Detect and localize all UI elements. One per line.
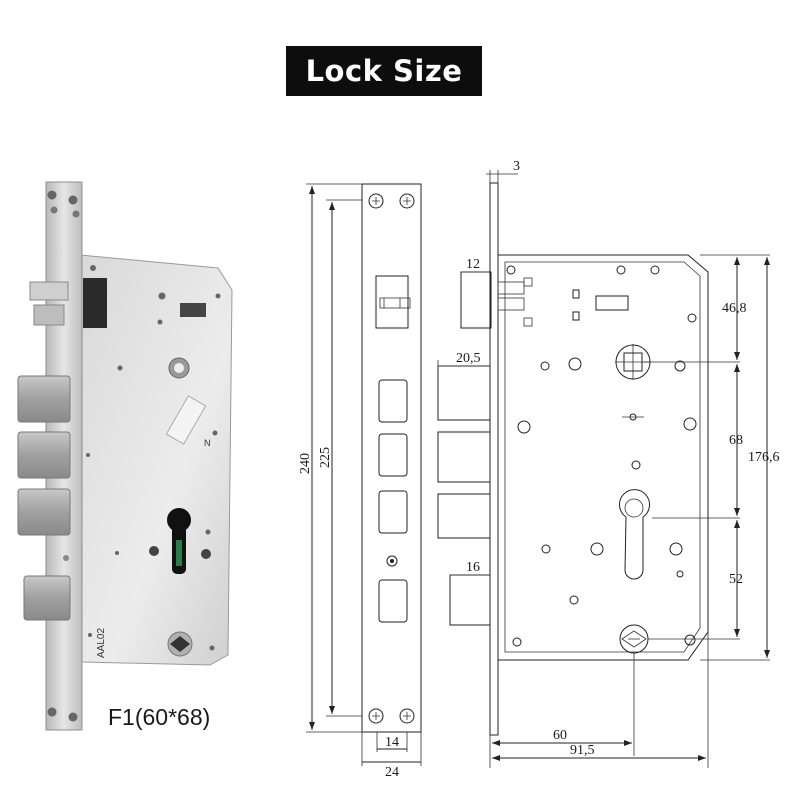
- title-badge: Lock Size: [286, 46, 482, 96]
- dim-20-5: 20,5: [456, 351, 481, 366]
- front-view: [306, 183, 422, 766]
- engraving-letter: N: [204, 438, 211, 448]
- dim-91-5: 91,5: [570, 743, 595, 758]
- dim-14: 14: [385, 735, 399, 750]
- lock-photo: N AAL02: [17, 181, 233, 731]
- dim-176-6: 176,6: [748, 450, 780, 465]
- dim-12: 12: [466, 257, 480, 272]
- dim-240: 240: [298, 453, 313, 474]
- dim-68: 68: [729, 433, 743, 448]
- dim-225: 225: [318, 447, 333, 468]
- engraving-text: AAL02: [96, 628, 107, 658]
- dim-60: 60: [553, 728, 567, 743]
- dim-16: 16: [466, 560, 480, 575]
- dim-52: 52: [729, 572, 743, 587]
- dim-24: 24: [385, 765, 399, 780]
- side-view: [437, 170, 770, 768]
- model-label: F1(60*68): [108, 704, 211, 730]
- dim-3: 3: [513, 159, 520, 174]
- dim-46-8: 46,8: [722, 301, 747, 316]
